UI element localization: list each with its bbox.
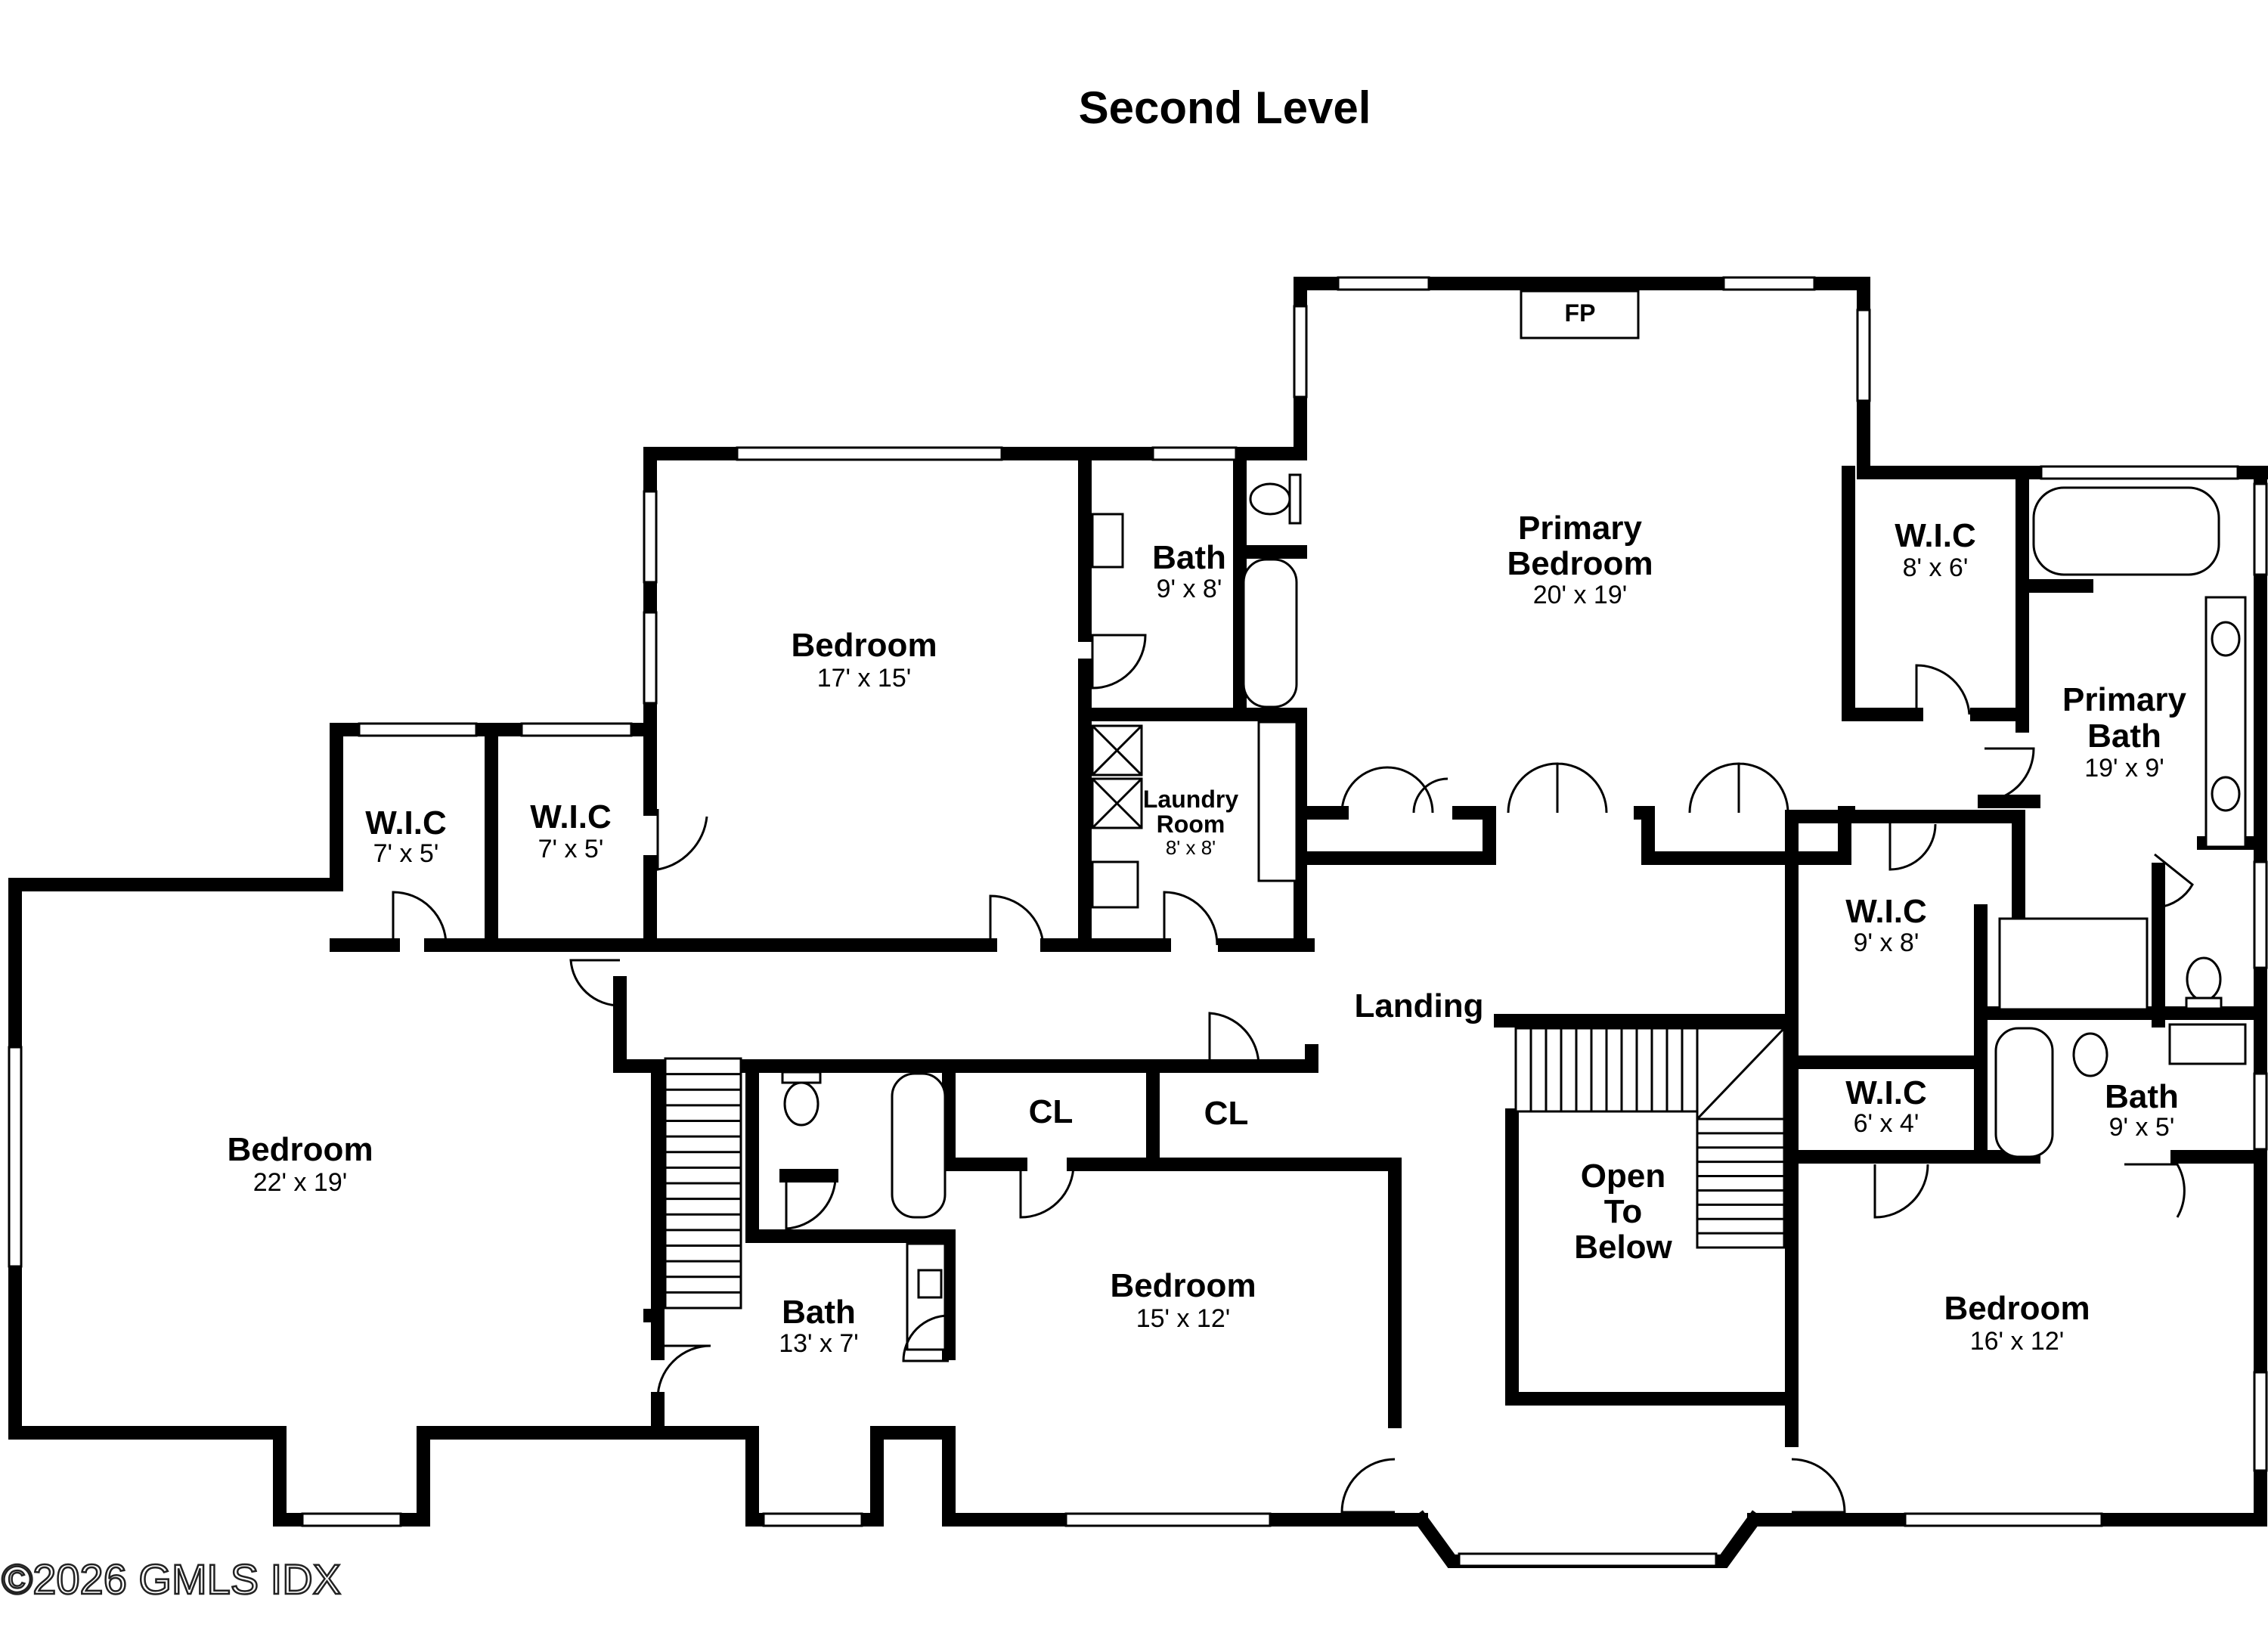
primary-bedroom-label-2: Bedroom xyxy=(1507,545,1653,582)
plan-title: Second Level xyxy=(1079,82,1371,133)
bedroom-w-label: Bedroom xyxy=(227,1131,373,1168)
primary-bath-label-2: Bath xyxy=(2087,718,2161,755)
bathtub-icon xyxy=(2032,486,2220,576)
open-below-label: Open xyxy=(1581,1158,1665,1195)
landing-label: Landing xyxy=(1354,987,1483,1024)
closet-2-label: CL xyxy=(1204,1095,1249,1132)
bath-s-label: Bath xyxy=(782,1294,856,1331)
bedroom-w-size: 22' x 19' xyxy=(253,1168,348,1197)
primary-bedroom-size: 20' x 19' xyxy=(1533,581,1628,609)
room-labels: FP Primary Bedroom 20' x 19' Bedroom 17'… xyxy=(227,299,2186,1358)
bath-s-size: 13' x 7' xyxy=(779,1329,859,1358)
bath-n-size: 9' x 8' xyxy=(1157,575,1222,603)
fixtures xyxy=(781,290,2247,1351)
bedroom-se-size: 16' x 12' xyxy=(1970,1327,2065,1356)
open-below-label-2: To xyxy=(1604,1193,1643,1230)
sink-icon xyxy=(2168,1023,2247,1065)
fireplace-label: FP xyxy=(1565,299,1596,327)
bedroom-se-label: Bedroom xyxy=(1944,1290,2090,1327)
bedroom-nw-size: 17' x 15' xyxy=(817,664,912,693)
sink-icon xyxy=(1091,513,1124,569)
bedroom-s-label: Bedroom xyxy=(1110,1267,1256,1304)
primary-bedroom-label: Primary xyxy=(1518,510,1642,547)
bathtub-icon xyxy=(891,1072,947,1219)
toilet-icon xyxy=(2072,1032,2108,1077)
lower-stair-run xyxy=(1696,1117,1786,1249)
open-below-label-3: Below xyxy=(1574,1229,1672,1266)
bath-n-label: Bath xyxy=(1152,539,1226,576)
interior-walls xyxy=(330,447,2267,1447)
laundry-label: Laundry xyxy=(1143,786,1238,813)
bath-e-label: Bath xyxy=(2105,1078,2179,1115)
wic-w1-label: W.I.C xyxy=(365,804,447,842)
wic-w2-label: W.I.C xyxy=(530,798,612,835)
toilet-icon xyxy=(1249,482,1291,516)
copyright-watermark: ©2026 GMLS IDX xyxy=(2,1555,341,1603)
laundry-label-2: Room xyxy=(1157,811,1225,838)
wic-mid-size: 9' x 8' xyxy=(1854,928,1919,957)
closet-1-label: CL xyxy=(1029,1093,1074,1130)
shower-icon xyxy=(1998,917,2149,1011)
exterior-walls xyxy=(8,277,2268,1568)
primary-bath-label: Primary xyxy=(2062,681,2186,718)
toilet-icon xyxy=(2186,956,2222,1002)
bedroom-nw-label: Bedroom xyxy=(791,627,937,664)
bedroom-s-size: 15' x 12' xyxy=(1136,1304,1231,1333)
wic-ne-label: W.I.C xyxy=(1895,517,1976,554)
wic-w1-size: 7' x 5' xyxy=(373,839,439,868)
fireplace-icon xyxy=(1520,290,1640,339)
windows xyxy=(8,276,2268,1567)
primary-bath-size: 19' x 9' xyxy=(2084,754,2164,783)
wic-small-size: 6' x 4' xyxy=(1854,1109,1919,1138)
bathtub-icon xyxy=(1994,1027,2054,1158)
wic-ne-size: 8' x 6' xyxy=(1903,553,1969,582)
stairs xyxy=(664,1027,1786,1310)
doors xyxy=(392,634,2194,1514)
wic-mid-label: W.I.C xyxy=(1845,893,1927,930)
wic-w2-size: 7' x 5' xyxy=(538,835,604,863)
laundry-size: 8' x 8' xyxy=(1166,836,1216,859)
bath-e-size: 9' x 5' xyxy=(2109,1113,2175,1142)
toilet-icon xyxy=(783,1081,820,1127)
wic-small-label: W.I.C xyxy=(1845,1074,1927,1111)
bathtub-icon xyxy=(1242,558,1298,708)
laundry-sink-icon xyxy=(1091,860,1139,909)
